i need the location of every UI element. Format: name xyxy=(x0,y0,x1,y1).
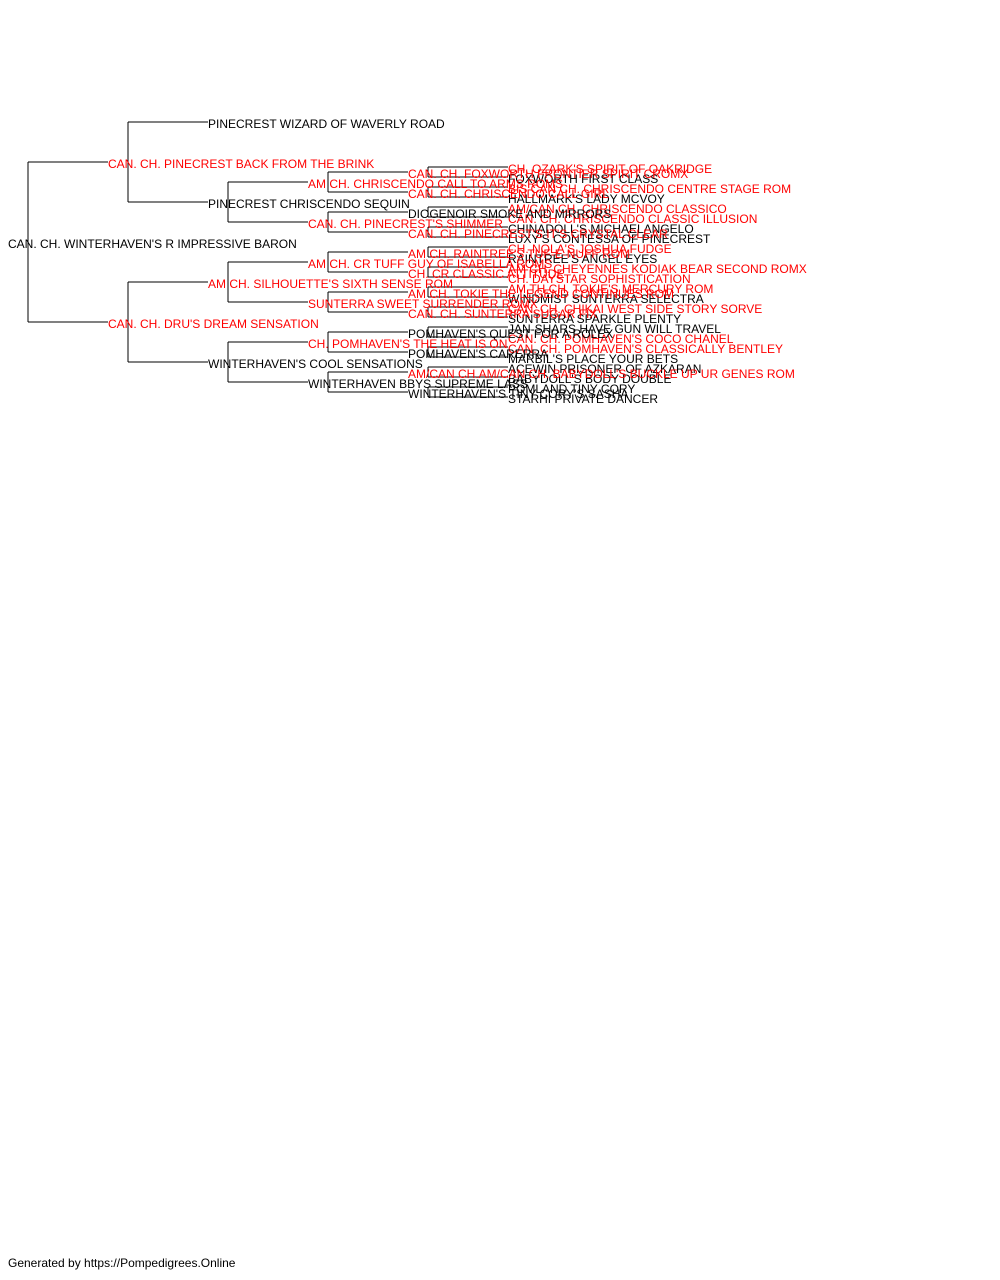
ancestor-gen2-name: PINECREST WIZARD OF WAVERLY ROAD xyxy=(208,117,445,131)
ancestor-gen2-name: AM CH. SILHOUETTE'S SIXTH SENSE ROM xyxy=(208,277,453,291)
ancestor-gen4-name: POMHAVEN'S QUEST FOR A ROLEX xyxy=(408,327,613,341)
ancestor-gen5-name: STARHI PRIVATE DANCER xyxy=(508,392,658,406)
ancestor-gen1-name: CAN. CH. PINECREST BACK FROM THE BRINK xyxy=(108,157,374,171)
ancestor-gen5-name: AM CH. CHEYENNES KODIAK BEAR SECOND ROMX xyxy=(508,262,807,276)
ancestor-gen4-name: DIOGENOIR SMOKE AND MIRRORS xyxy=(408,207,611,221)
subject-name: CAN. CH. WINTERHAVEN'S R IMPRESSIVE BARO… xyxy=(8,237,297,251)
ancestor-gen4-name: AM CH. TOKIE THE LEGEND CONTINUES ROM xyxy=(408,287,674,301)
ancestor-gen5-name: CAN. CH. POMHAVEN'S CLASSICALLY BENTLEY xyxy=(508,342,783,356)
ancestor-gen4-name: WINTERHAVEN'S TINY CORY'S SASHA xyxy=(408,387,628,401)
ancestor-gen4-name: CAN. CH. SUNTERRA SUGAR FIX xyxy=(408,307,597,321)
ancestor-gen5-name: CAN. CH. CHRISCENDO CLASSIC ILLUSION xyxy=(508,212,757,226)
ancestor-gen4-name: CAN. CH. CHRISCENDO CALL GIRL xyxy=(408,187,609,201)
ancestor-gen4-name: AM/CAN CH.AM/CAN CH. BABYDOLL'S BUCKLE U… xyxy=(408,367,795,381)
ancestor-gen5-name: AM/CAN CH. CHRISCENDO CLASSICO xyxy=(508,202,727,216)
ancestor-gen5-name: POMLAND TINY CORY xyxy=(508,382,635,396)
ancestor-gen5-name: AM.TH.CH. TOKIE'S MERCURY ROM xyxy=(508,282,713,296)
ancestor-gen5-name: MARBIL'S PLACE YOUR BETS xyxy=(508,352,678,366)
ancestor-gen5-name: CH. DAYSTAR SOPHISTICATION xyxy=(508,272,691,286)
ancestor-gen3-name: AM CH. CHRISCENDO CALL TO ARMS ROMS xyxy=(308,177,563,191)
ancestor-gen5-name: BABYDOLL'S BODY DOUBLE xyxy=(508,372,671,386)
ancestor-gen5-name: RAINTREE'S ANGEL EYES xyxy=(508,252,657,266)
ancestor-gen4-name: POMHAVEN'S CARERRA xyxy=(408,347,548,361)
ancestor-gen5-name: FOXWORTH FIRST CLASS xyxy=(508,172,658,186)
ancestor-gen3-name: WINTERHAVEN BBYS SUPREME LASS xyxy=(308,377,528,391)
ancestor-gen5-name: SUNTERRA SPARKLE PLENTY xyxy=(508,312,681,326)
ancestor-gen5-name: BIS CAN CH. CHRISCENDO CENTRE STAGE ROM xyxy=(508,182,791,196)
generated-by-footer: Generated by https://Pompedigrees.Online xyxy=(8,1256,236,1270)
ancestor-gen5-name: JAN-SHARS HAVE GUN WILL TRAVEL xyxy=(508,322,721,336)
ancestor-gen5-name: CH. OZARK'S SPIRIT OF OAKRIDGE xyxy=(508,162,712,176)
ancestor-gen5-name: CH. NOLA'S JOSHUA FUDGE xyxy=(508,242,672,256)
ancestor-gen5-name: LUXY'S CONTESSA OF PINECREST xyxy=(508,232,711,246)
ancestor-gen5-name: CAN. CH. POMHAVEN'S COCO CHANEL xyxy=(508,332,734,346)
ancestor-gen3-name: CAN. CH. PINECREST'S SHIMMER xyxy=(308,217,503,231)
ancestor-gen1-name: CAN. CH. DRU'S DREAM SENSATION xyxy=(108,317,319,331)
ancestor-gen5-name: HALLMARK'S LADY MCVOY xyxy=(508,192,665,206)
ancestor-gen5-name: CAN. CH. CHIKAI WEST SIDE STORY SORVE xyxy=(508,302,762,316)
ancestor-gen5-name: WINDMIST SUNTERRA SELECTRA xyxy=(508,292,704,306)
ancestor-gen4-name: CAN. CH. FOXWORTH FRONTIER SPIRIT CROMX xyxy=(408,167,688,181)
ancestor-gen3-name: SUNTERRA SWEET SURRENDER ROMX xyxy=(308,297,538,311)
ancestor-gen3-name: AM CH. CR TUFF GUY OF ISABELLA ROMS xyxy=(308,257,552,271)
ancestor-gen4-name: CAN. CH. PINECREST'S IT'S CRYSTAL CLEAR xyxy=(408,227,668,241)
ancestor-gen5-name: CHINADOLL'S MICHAELANGELO xyxy=(508,222,694,236)
ancestor-gen4-name: CH. CR CLASSIC ATTITUDE xyxy=(408,267,564,281)
ancestor-gen3-name: CH. POMHAVEN'S THE HEAT IS ON xyxy=(308,337,507,351)
ancestor-gen4-name: AM CH. RAINTREE'S TUF-E-NUFF ROM xyxy=(408,247,630,261)
ancestor-gen2-name: PINECREST CHRISCENDO SEQUIN xyxy=(208,197,410,211)
ancestor-gen5-name: ACEWIN PRISONER OF AZKARAN xyxy=(508,362,701,376)
ancestor-gen2-name: WINTERHAVEN'S COOL SENSATIONS xyxy=(208,357,423,371)
